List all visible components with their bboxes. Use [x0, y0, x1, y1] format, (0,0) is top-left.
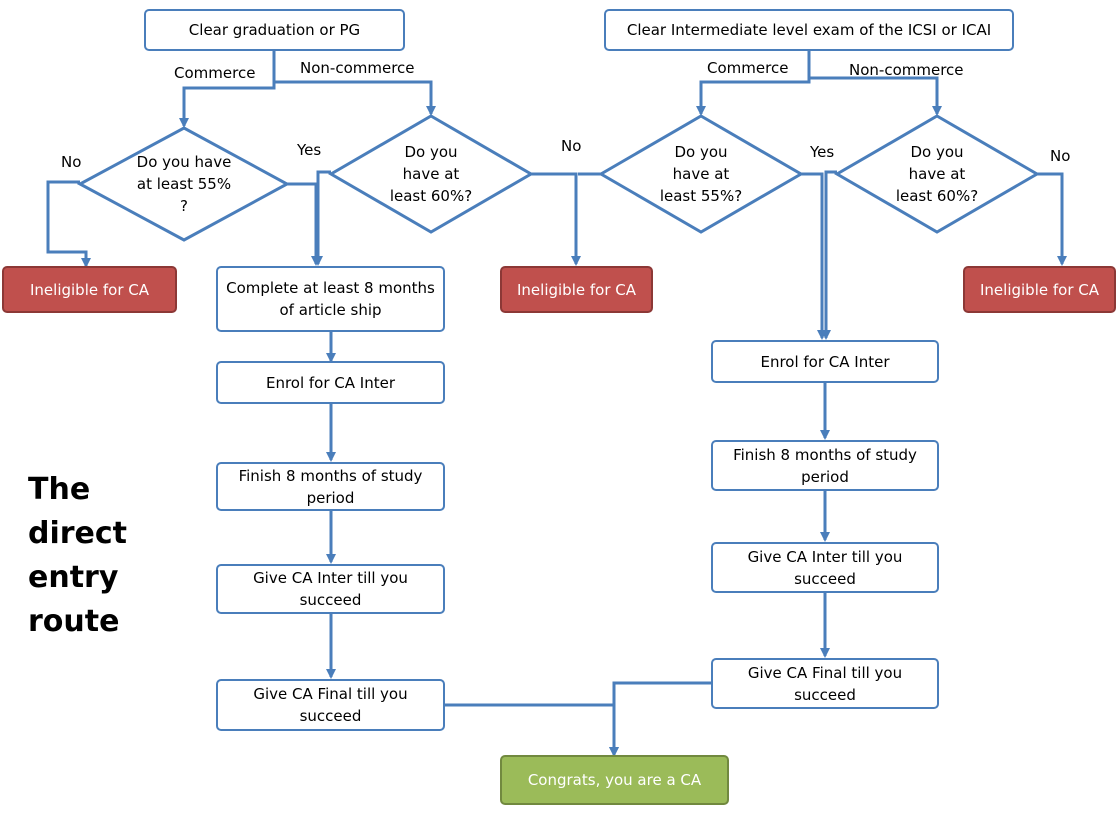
- connector-left-noncommerce: [274, 80, 436, 116]
- connector-left-60-yes: [313, 170, 331, 266]
- step-box-study-period: Finish 8 months of study period: [216, 462, 445, 511]
- decision-diamond-left-60: [328, 114, 534, 234]
- step-box-articleship: Complete at least 8 months of article sh…: [216, 266, 445, 332]
- decision-text-left-60: Do you have at least 60%?: [389, 143, 473, 205]
- step-box-give-final: Give CA Final till you succeed: [216, 679, 445, 731]
- title-line: direct: [28, 516, 128, 551]
- label-yes: Yes: [297, 141, 322, 159]
- step-box-give-inter: Give CA Inter till you succeed: [711, 542, 939, 593]
- connector-right-final: [609, 681, 711, 757]
- step-box-enrol-inter: Enrol for CA Inter: [216, 361, 445, 404]
- connector-right-commerce: [696, 50, 811, 116]
- connector-left-final: [445, 703, 619, 757]
- decision-text-right-60: Do you have at least 60%?: [895, 143, 979, 205]
- connector-left-55-no: [46, 180, 91, 268]
- ineligible-box-right: Ineligible for CA: [963, 266, 1116, 313]
- connector-left-commerce: [179, 50, 276, 128]
- decision-diamond-left-55: [76, 126, 291, 242]
- step-box-give-final: Give CA Final till you succeed: [711, 658, 939, 709]
- label-yes: Yes: [810, 143, 835, 161]
- label-no: No: [1050, 147, 1071, 165]
- decision-diamond-right-55: [598, 114, 804, 234]
- step-box-enrol-inter: Enrol for CA Inter: [711, 340, 939, 383]
- label-no: No: [61, 153, 82, 171]
- connector-right-55-yes: [801, 172, 827, 340]
- step-box-study-period: Finish 8 months of study period: [711, 440, 939, 491]
- label-commerce: Commerce: [174, 64, 256, 82]
- page-title: The direct entry route: [28, 468, 178, 644]
- decision-diamond-right-60: [834, 114, 1040, 234]
- ineligible-box-middle: Ineligible for CA: [500, 266, 653, 313]
- title-line: route: [28, 604, 120, 639]
- label-commerce: Commerce: [707, 59, 789, 77]
- label-noncommerce: Non-commerce: [300, 59, 415, 77]
- connector-right-60-yes: [821, 170, 837, 340]
- title-line: The: [28, 472, 91, 507]
- connector-left-55-yes: [287, 182, 321, 266]
- connector-right-60-no: [1037, 172, 1067, 266]
- label-no: No: [561, 137, 582, 155]
- connector-left-60-no: [531, 172, 581, 266]
- end-box-congrats: Congrats, you are a CA: [500, 755, 729, 805]
- start-box-intermediate: Clear Intermediate level exam of the ICS…: [604, 9, 1014, 51]
- title-line: entry: [28, 560, 119, 595]
- step-box-give-inter: Give CA Inter till you succeed: [216, 564, 445, 614]
- decision-text-left-55: Do you have at least 55% ?: [136, 153, 232, 215]
- decision-text-right-55: Do you have at least 55%?: [659, 143, 743, 205]
- label-noncommerce: Non-commerce: [849, 61, 964, 79]
- connector-right-noncommerce: [809, 76, 942, 116]
- ineligible-box-left: Ineligible for CA: [2, 266, 177, 313]
- start-box-graduation: Clear graduation or PG: [144, 9, 405, 51]
